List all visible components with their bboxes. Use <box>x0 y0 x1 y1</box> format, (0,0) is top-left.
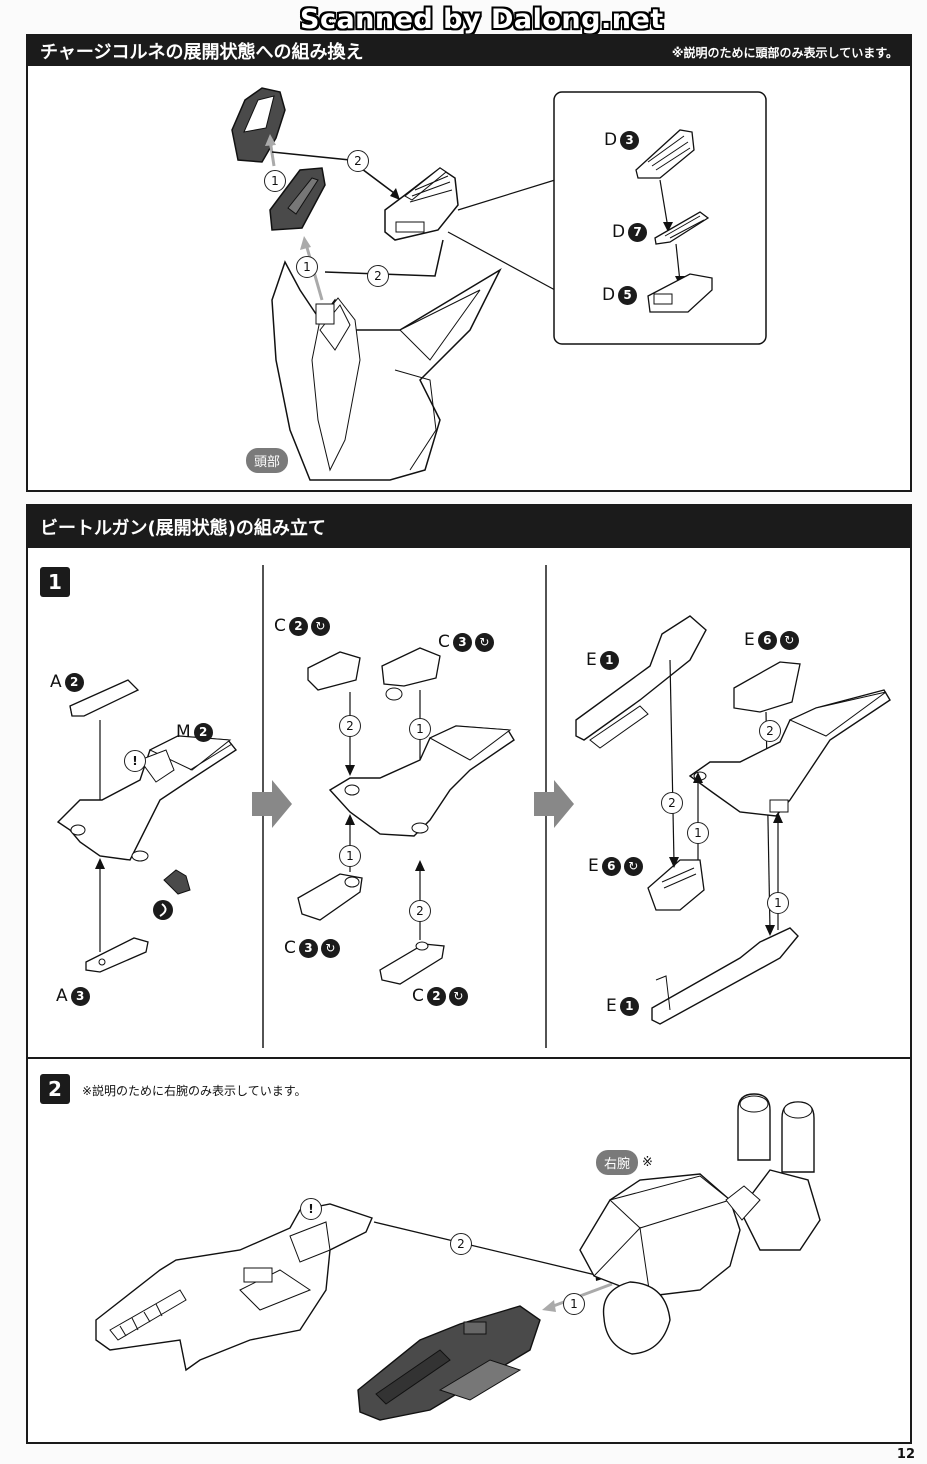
order-mark: 2 <box>759 720 781 742</box>
arm-mark: ※ <box>642 1155 653 1170</box>
head-label: 頭部 <box>246 448 289 473</box>
order-mark: 1 <box>563 1293 585 1315</box>
order-mark: 1 <box>409 718 431 740</box>
order-mark: 1 <box>687 822 709 844</box>
step2-number: 2 <box>40 1074 70 1104</box>
order-mark: 2 <box>347 150 369 172</box>
flow-arrow <box>252 780 292 828</box>
flow-arrow <box>534 780 574 828</box>
order-mark: 2 <box>450 1233 472 1255</box>
section1-title: チャージコルネの展開状態への組み換え <box>40 42 364 63</box>
order-mark: 2 <box>661 792 683 814</box>
section2-title: ビートルガン(展開状態)の組み立て <box>40 518 326 539</box>
order-mark: 2 <box>339 715 361 737</box>
caution-mark: ! <box>124 750 146 772</box>
right-arm-label: 右腕 <box>596 1150 639 1175</box>
section1-note: ※説明のために頭部のみ表示しています。 <box>671 46 898 60</box>
arm-label-group: 右腕 ※ <box>596 1150 653 1175</box>
inset-box <box>553 91 767 345</box>
order-mark: 1 <box>296 256 318 278</box>
beetle-gun-part <box>95 1203 373 1372</box>
page-number: 12 <box>896 1447 915 1462</box>
section1-header: チャージコルネの展開状態への組み換え ※説明のために頭部のみ表示しています。 <box>28 36 910 66</box>
order-mark: 1 <box>767 892 789 914</box>
order-mark: 2 <box>409 900 431 922</box>
head-assembly-illustration <box>231 87 767 481</box>
step1-number: 1 <box>40 567 70 597</box>
section2-header: ビートルガン(展開状態)の組み立て <box>28 506 910 548</box>
order-mark: 1 <box>264 170 286 192</box>
caution-mark: ! <box>300 1198 322 1220</box>
step2-note: ※説明のために右腕のみ表示しています。 <box>82 1084 307 1098</box>
watermark: Scanned by Dalong.net <box>300 4 664 35</box>
order-mark: 1 <box>339 845 361 867</box>
order-mark: 2 <box>367 265 389 287</box>
